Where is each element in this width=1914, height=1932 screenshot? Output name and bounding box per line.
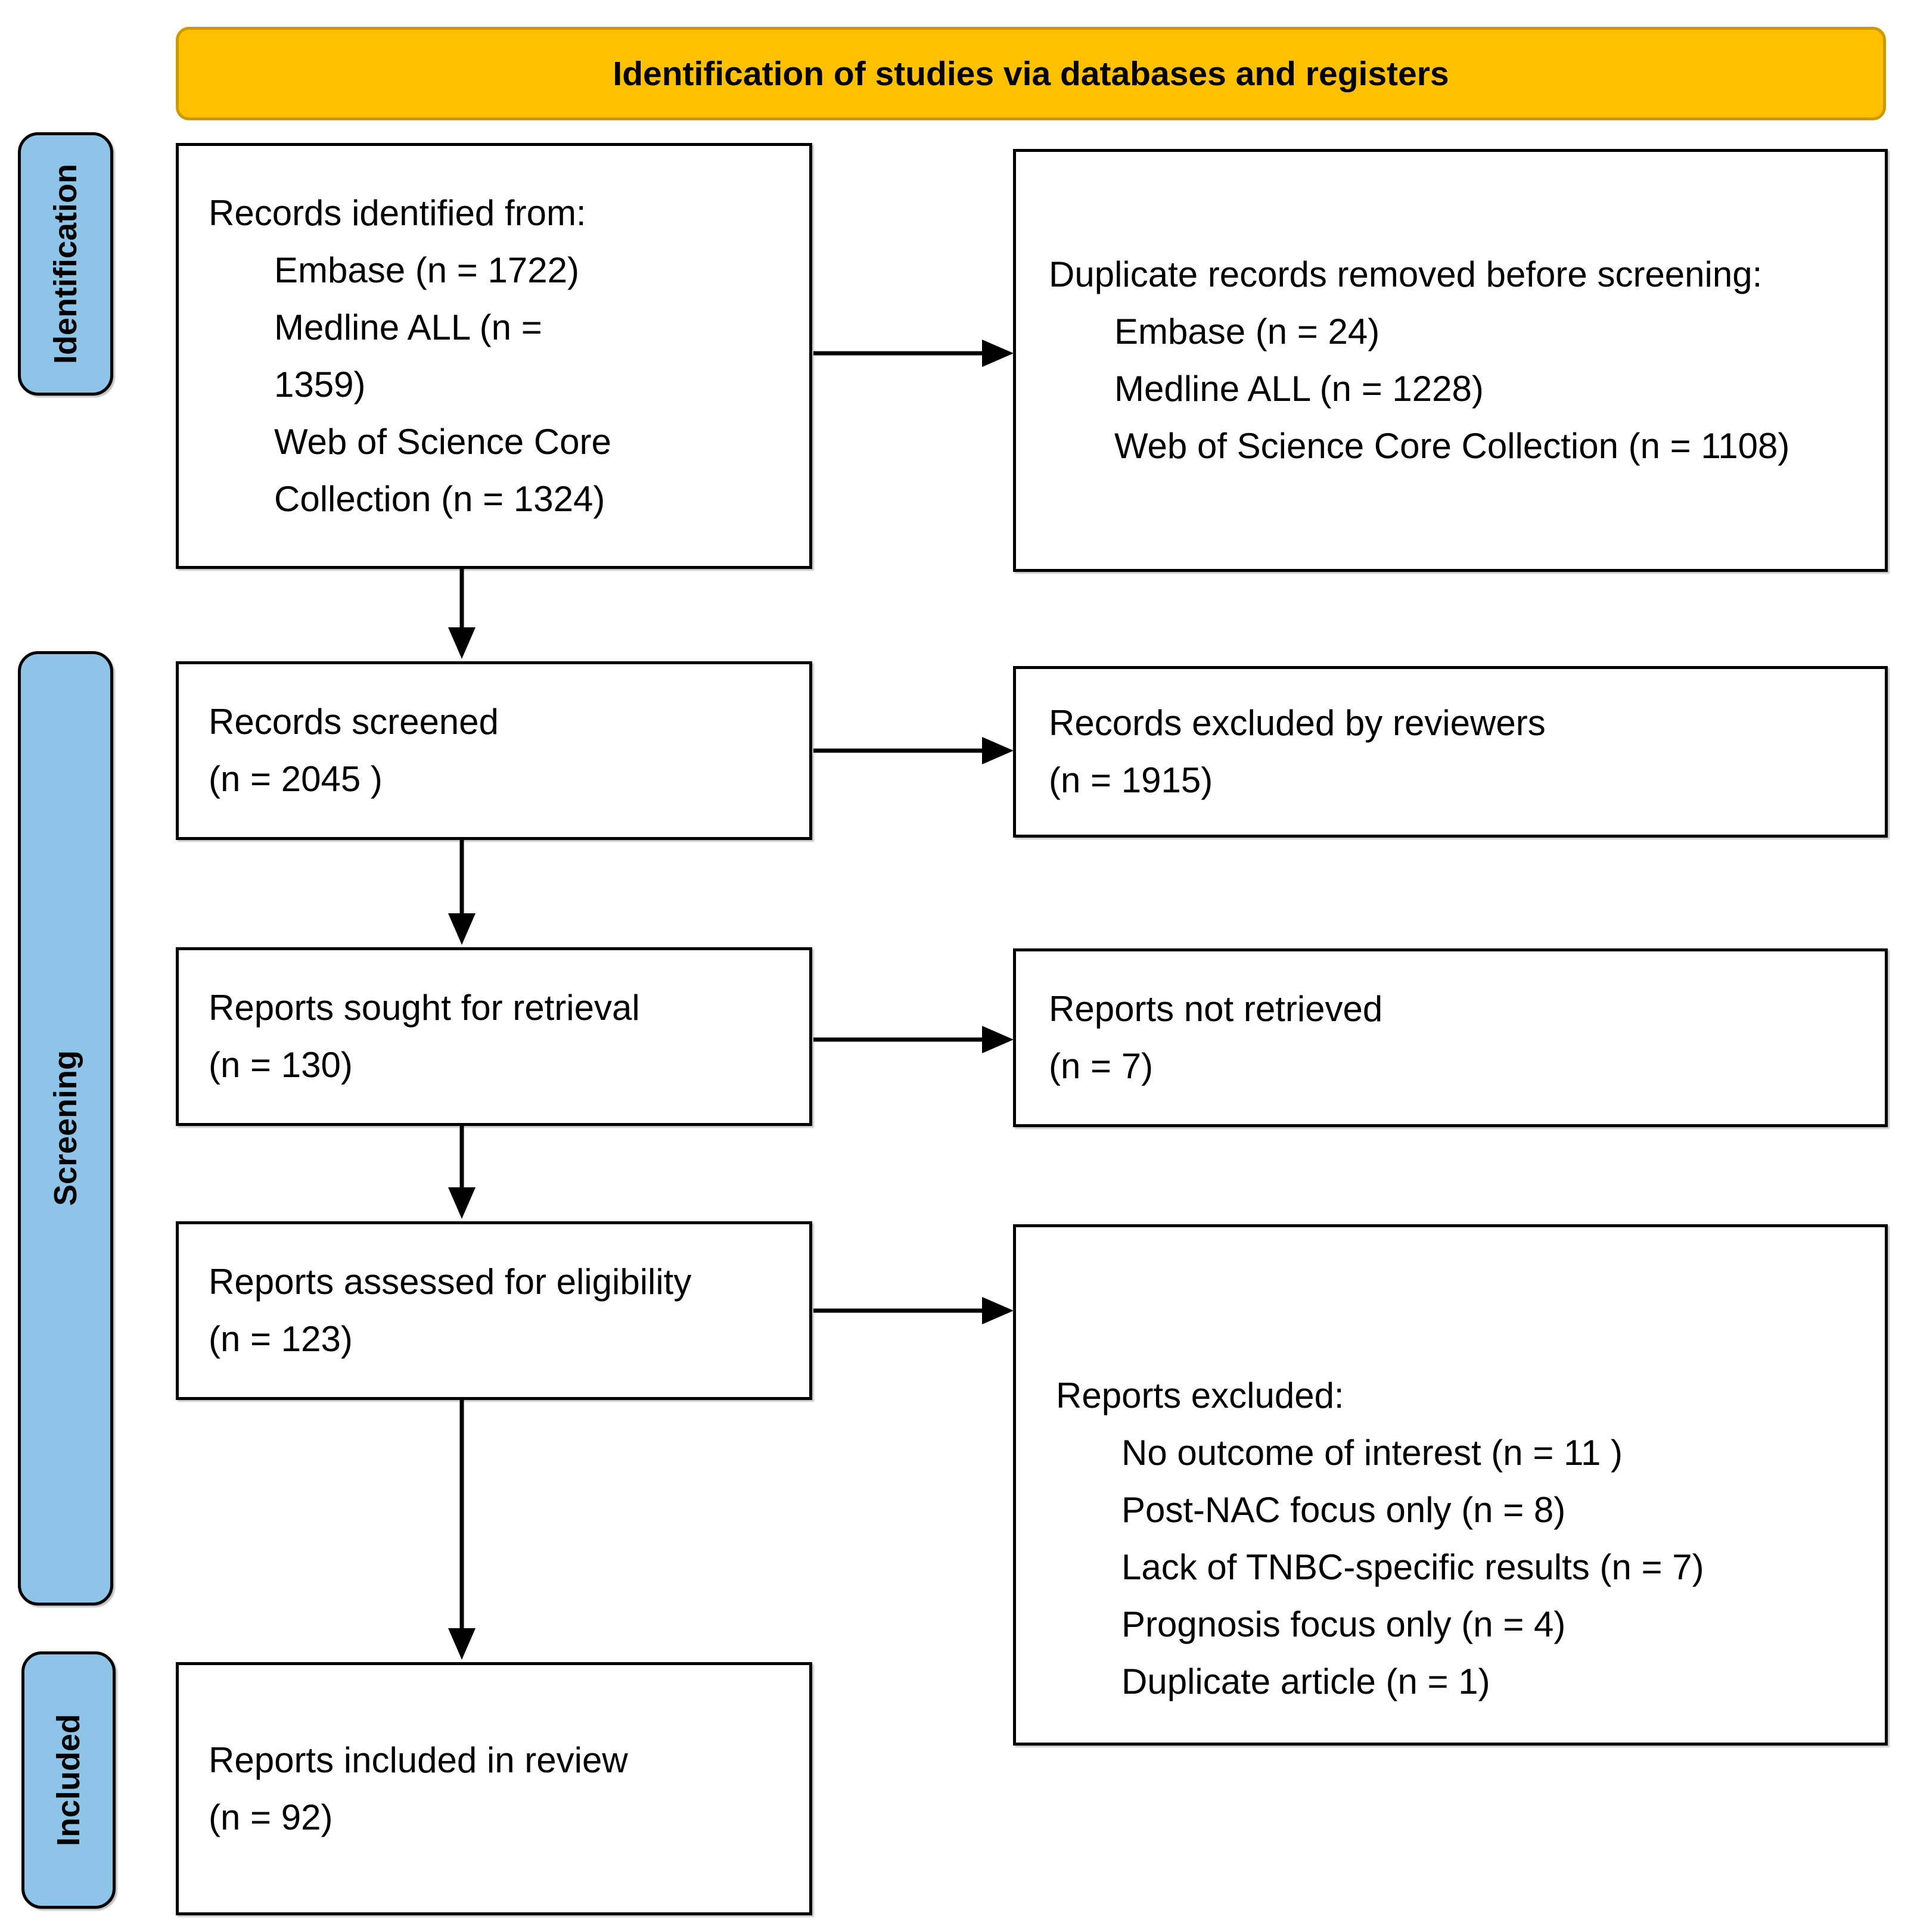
box-title: Duplicate records removed before screeni…: [1049, 254, 1763, 294]
stage-label-screening: Screening: [18, 651, 113, 1606]
box-count: (n = 92): [209, 1797, 333, 1837]
stage-label-included-text: Included: [51, 1713, 86, 1846]
arrow-sought-to-not-retrieved: [813, 1026, 1014, 1053]
box-label: Reports sought for retrieval: [209, 988, 640, 1028]
stage-label-included: Included: [21, 1651, 116, 1909]
source-item: Web of Science Core Collection (n = 1324…: [274, 421, 611, 519]
box-records-screened: Records screened (n = 2045 ): [176, 661, 812, 840]
source-item: Embase (n = 24): [1114, 312, 1380, 351]
reason-item: Lack of TNBC-specific results (n = 7): [1121, 1547, 1704, 1587]
stage-label-screening-text: Screening: [48, 1050, 83, 1206]
box-title: Reports excluded:: [1056, 1376, 1344, 1415]
source-item: Medline ALL (n = 1359): [274, 307, 542, 405]
source-list: Embase (n = 1722) Medline ALL (n = 1359)…: [209, 242, 626, 528]
arrow-screened-to-sought: [448, 840, 476, 945]
reason-item: No outcome of interest (n = 11 ): [1121, 1433, 1623, 1473]
arrow-screened-to-excluded: [813, 737, 1014, 764]
reason-item: Prognosis focus only (n = 4): [1121, 1604, 1566, 1644]
box-count: (n = 7): [1049, 1046, 1154, 1086]
box-reports-not-retrieved: Reports not retrieved (n = 7): [1013, 948, 1888, 1127]
arrow-assessed-to-included: [448, 1400, 476, 1660]
source-item: Embase (n = 1722): [274, 250, 579, 290]
source-list: Embase (n = 24) Medline ALL (n = 1228) W…: [1049, 303, 1861, 475]
banner-title-bar: Identification of studies via databases …: [176, 27, 1886, 120]
source-item: Medline ALL (n = 1228): [1114, 369, 1484, 409]
box-label: Records screened: [209, 702, 499, 742]
source-item: Web of Science Core Collection (n = 1108…: [1114, 426, 1790, 466]
box-count: (n = 2045 ): [209, 759, 383, 799]
arrow-identified-to-screened: [448, 569, 476, 659]
box-count: (n = 123): [209, 1319, 353, 1359]
box-count: (n = 1915): [1049, 760, 1213, 800]
box-label: Records excluded by reviewers: [1049, 703, 1546, 743]
box-reports-excluded: Reports excluded: No outcome of interest…: [1013, 1224, 1888, 1746]
arrow-sought-to-assessed: [448, 1126, 476, 1219]
box-reports-included: Reports included in review (n = 92): [176, 1662, 812, 1915]
box-reports-sought: Reports sought for retrieval (n = 130): [176, 947, 812, 1126]
stage-label-identification-text: Identification: [48, 164, 83, 364]
reason-item: Post-NAC focus only (n = 8): [1121, 1490, 1566, 1530]
box-records-identified: Records identified from: Embase (n = 172…: [176, 143, 812, 569]
box-count: (n = 130): [209, 1045, 353, 1085]
box-title: Records identified from:: [209, 192, 586, 233]
box-reports-assessed: Reports assessed for eligibility (n = 12…: [176, 1221, 812, 1400]
arrow-assessed-to-reports-excluded: [813, 1297, 1014, 1324]
box-label: Reports assessed for eligibility: [209, 1262, 692, 1302]
reason-item: Duplicate article (n = 1): [1121, 1662, 1490, 1701]
stage-label-identification: Identification: [18, 132, 113, 396]
box-label: Reports not retrieved: [1049, 989, 1383, 1029]
box-records-excluded: Records excluded by reviewers (n = 1915): [1013, 666, 1888, 838]
arrow-identified-to-duplicates: [813, 340, 1014, 367]
box-duplicates-removed: Duplicate records removed before screeni…: [1013, 149, 1888, 572]
banner-title: Identification of studies via databases …: [613, 54, 1449, 93]
reason-list: No outcome of interest (n = 11 ) Post-NA…: [1056, 1424, 1861, 1710]
box-label: Reports included in review: [209, 1740, 628, 1780]
